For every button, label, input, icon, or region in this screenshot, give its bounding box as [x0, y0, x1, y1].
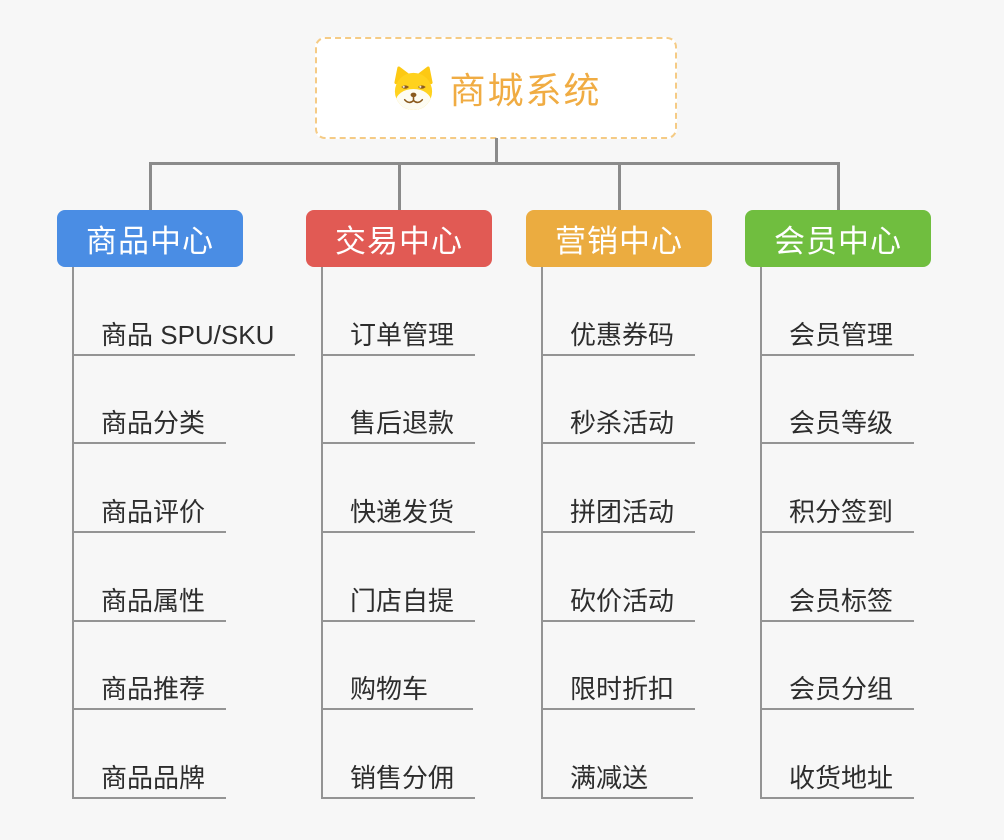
branch: 会员中心 会员管理会员等级积分签到会员标签会员分组收货地址: [745, 162, 931, 800]
leaf-label: 商品属性: [101, 585, 206, 616]
branch: 交易中心 订单管理售后退款快递发货门店自提购物车销售分佣: [306, 162, 492, 800]
root-node[interactable]: 商城系统: [315, 37, 677, 139]
branch-label: 会员中心: [774, 224, 902, 259]
leaf-item[interactable]: 砍价活动: [543, 533, 696, 622]
leaf-item[interactable]: 销售分佣: [323, 710, 476, 800]
leaf-item[interactable]: 满减送: [543, 710, 693, 800]
leaf-item[interactable]: 会员标签: [762, 533, 915, 622]
branch-label: 商品中心: [86, 224, 214, 259]
leaf-label: 秒杀活动: [570, 408, 675, 439]
connector-branch-drop: [617, 162, 621, 210]
leaf-label: 会员等级: [789, 408, 894, 439]
doge-icon: [394, 65, 434, 110]
leaf-item[interactable]: 商品品牌: [74, 710, 227, 800]
leaf-label: 商品分类: [101, 408, 206, 439]
leaf-label: 限时折扣: [570, 674, 675, 705]
branch-children: 优惠券码秒杀活动拼团活动砍价活动限时折扣满减送: [541, 267, 712, 800]
leaf-item[interactable]: 收货地址: [762, 710, 915, 800]
leaf-item[interactable]: 会员分组: [762, 622, 915, 711]
leaf-item[interactable]: 商品 SPU/SKU: [74, 267, 296, 356]
leaf-label: 会员标签: [789, 585, 894, 616]
branch-children: 会员管理会员等级积分签到会员标签会员分组收货地址: [760, 267, 931, 800]
leaf-item[interactable]: 购物车: [323, 622, 473, 711]
root-title: 商城系统: [449, 70, 602, 111]
leaf-label: 商品推荐: [101, 674, 206, 705]
leaf-item[interactable]: 快递发货: [323, 444, 476, 534]
leaf-label: 订单管理: [350, 319, 455, 350]
leaf-label: 会员管理: [789, 319, 894, 350]
leaf-label: 商品 SPU/SKU: [101, 319, 275, 350]
branch-header-2[interactable]: 营销中心: [526, 210, 712, 267]
leaf-label: 会员分组: [789, 674, 894, 705]
leaf-item[interactable]: 拼团活动: [543, 444, 696, 534]
leaf-label: 门店自提: [350, 585, 455, 616]
leaf-item[interactable]: 会员管理: [762, 267, 915, 356]
leaf-label: 商品品牌: [101, 763, 206, 794]
leaf-label: 优惠券码: [570, 319, 675, 350]
leaf-label: 满减送: [570, 763, 649, 794]
branch: 营销中心 优惠券码秒杀活动拼团活动砍价活动限时折扣满减送: [526, 162, 712, 800]
branch-children: 商品 SPU/SKU 商品分类商品评价商品属性商品推荐商品品牌: [72, 267, 296, 800]
leaf-label: 砍价活动: [570, 585, 675, 616]
leaf-label: 购物车: [350, 674, 429, 705]
leaf-item[interactable]: 限时折扣: [543, 622, 696, 711]
leaf-item[interactable]: 商品属性: [74, 533, 227, 622]
connector-branch-drop: [148, 162, 152, 210]
leaf-item[interactable]: 门店自提: [323, 533, 476, 622]
branch-label: 交易中心: [335, 224, 463, 259]
leaf-item[interactable]: 订单管理: [323, 267, 476, 356]
connector-branch-drop: [397, 162, 401, 210]
leaf-item[interactable]: 会员等级: [762, 356, 915, 445]
connector-branch-drop: [836, 162, 840, 210]
connector-root-stem: [494, 138, 498, 164]
leaf-item[interactable]: 售后退款: [323, 356, 476, 445]
leaf-item[interactable]: 积分签到: [762, 444, 915, 534]
leaf-item[interactable]: 秒杀活动: [543, 356, 696, 445]
branch-header-1[interactable]: 交易中心: [306, 210, 492, 267]
leaf-label: 售后退款: [350, 408, 455, 439]
connector-horizontal: [148, 162, 840, 165]
branch-children: 订单管理售后退款快递发货门店自提购物车销售分佣: [321, 267, 492, 800]
leaf-label: 拼团活动: [570, 497, 675, 528]
leaf-label: 商品评价: [101, 497, 206, 528]
leaf-label: 积分签到: [789, 497, 894, 528]
branch-header-3[interactable]: 会员中心: [745, 210, 931, 267]
leaf-item[interactable]: 商品推荐: [74, 622, 227, 711]
branch: 商品中心 商品 SPU/SKU 商品分类商品评价商品属性商品推荐商品品牌: [57, 162, 296, 800]
leaf-item[interactable]: 优惠券码: [543, 267, 696, 356]
leaf-label: 销售分佣: [350, 763, 455, 794]
branch-header-0[interactable]: 商品中心: [57, 210, 243, 267]
leaf-item[interactable]: 商品分类: [74, 356, 227, 445]
leaf-label: 收货地址: [789, 763, 894, 794]
leaf-item[interactable]: 商品评价: [74, 444, 227, 534]
leaf-label: 快递发货: [350, 497, 455, 528]
branch-label: 营销中心: [555, 224, 683, 259]
